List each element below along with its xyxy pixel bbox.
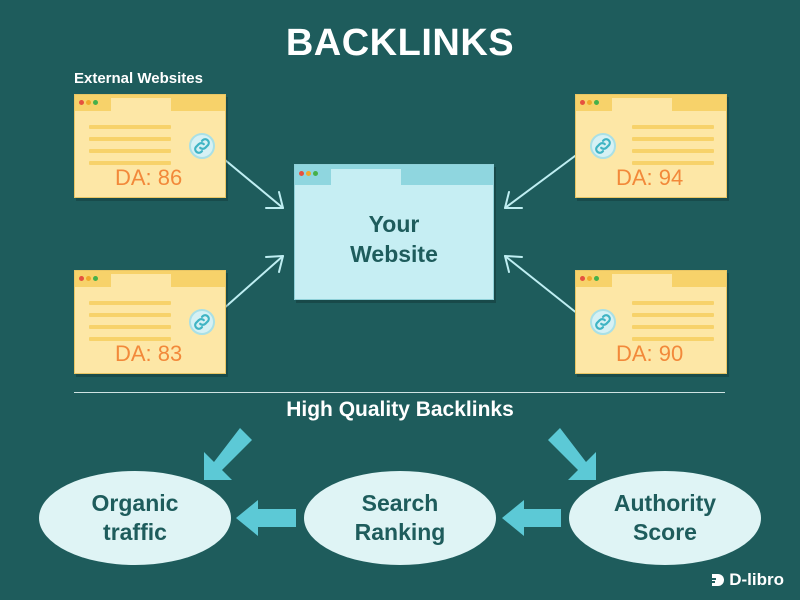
your-website-box: Your Website	[294, 164, 494, 300]
your-website-line2: Website	[350, 241, 438, 267]
authority-line1: Authority	[613, 490, 717, 516]
dlibro-logo-text: D-libro	[729, 570, 784, 589]
search-ranking-node: Search Ranking	[304, 471, 496, 565]
link-icon	[189, 309, 215, 335]
arrow-authority-to-search	[502, 500, 561, 536]
arrow-heading-to-authority	[548, 428, 596, 480]
arrow-top-right	[504, 149, 584, 209]
domain-authority: DA: 90	[616, 341, 684, 366]
domain-authority: DA: 86	[115, 165, 183, 190]
link-icon	[590, 309, 616, 335]
authority-line2: Score	[633, 519, 697, 545]
arrow-heading-to-organic	[204, 428, 252, 480]
arrow-search-to-organic	[236, 500, 296, 536]
search-line2: Ranking	[354, 519, 446, 545]
your-website-line1: Your	[368, 211, 420, 237]
external-websites-label: External Websites	[74, 70, 203, 87]
arrowhead-bottom-right	[504, 255, 523, 273]
diagram-title: BACKLINKS	[285, 22, 515, 64]
section-divider	[74, 392, 725, 393]
link-icon	[189, 133, 215, 159]
link-icon	[590, 133, 616, 159]
external-site-da83: DA: 83	[74, 270, 226, 374]
browser-bar	[75, 271, 225, 287]
external-site-da90: DA: 90	[575, 270, 727, 374]
search-line1: Search	[361, 490, 439, 516]
arrowhead-top-left	[265, 191, 284, 209]
organic-line2: traffic	[103, 519, 167, 545]
browser-bar	[576, 95, 726, 111]
your-website-label: Your Website	[295, 209, 493, 269]
domain-authority: DA: 94	[616, 165, 684, 190]
organic-traffic-node: Organic traffic	[39, 471, 231, 565]
high-quality-backlinks-heading: High Quality Backlinks	[286, 398, 514, 421]
organic-line1: Organic	[91, 490, 179, 516]
external-site-da94: DA: 94	[575, 94, 727, 198]
authority-score-node: Authority Score	[569, 471, 761, 565]
external-site-da86: DA: 86	[74, 94, 226, 198]
arrow-bottom-right	[504, 255, 584, 319]
domain-authority: DA: 83	[115, 341, 183, 366]
dlibro-logo: D-libro	[710, 570, 784, 590]
dlibro-logo-icon	[710, 574, 725, 586]
arrowhead-top-right	[504, 191, 523, 209]
browser-bar	[75, 95, 225, 111]
browser-bar	[295, 165, 493, 185]
arrowhead-bottom-left	[265, 255, 284, 273]
browser-bar	[576, 271, 726, 287]
